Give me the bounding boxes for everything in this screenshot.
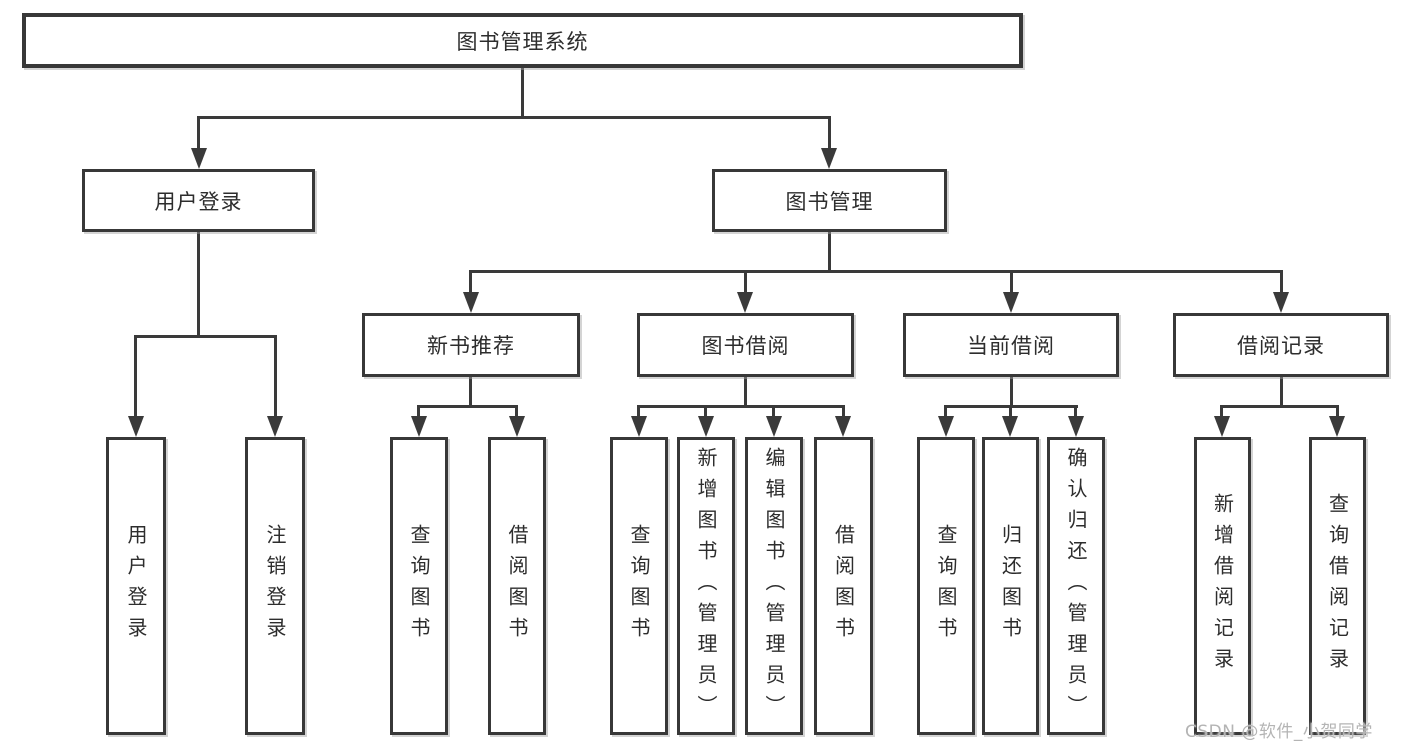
- leaf-label: 确认归还（管理员）: [1064, 446, 1088, 726]
- connector-leaf-drop: [842, 405, 845, 417]
- connector-borrow-record-stem: [1280, 377, 1283, 407]
- leaf-logout: 注销登录: [245, 437, 305, 735]
- leaf-label: 用户登录: [124, 524, 148, 648]
- connector-leaf-drop: [274, 335, 277, 417]
- connector-level3-drop: [1280, 270, 1283, 294]
- connector-book-mgmt-drop: [828, 116, 831, 150]
- leaf-confirm-return-admin: 确认归还（管理员）: [1047, 437, 1105, 735]
- connector-user-login-bus: [134, 335, 277, 338]
- leaf-label: 注销登录: [263, 524, 287, 648]
- connector-level2-bus: [197, 116, 831, 119]
- leaf-label: 查询图书: [934, 524, 958, 648]
- connector-level3-bus: [469, 270, 1283, 273]
- leaf-edit-book-admin: 编辑图书（管理员）: [745, 437, 803, 735]
- leaf-query-borrow-record: 查询借阅记录: [1309, 437, 1366, 735]
- node-new-book-recommend: 新书推荐: [362, 313, 580, 377]
- leaf-return-book: 归还图书: [982, 437, 1039, 735]
- leaf-add-book-admin: 新增图书（管理员）: [677, 437, 735, 735]
- arrow-down-icon: [509, 416, 525, 437]
- connector-new-book-stem: [469, 377, 472, 407]
- connector-current-borrow-stem: [1010, 377, 1013, 407]
- arrow-down-icon: [463, 292, 479, 313]
- connector-book-borrow-bus: [637, 405, 845, 408]
- arrow-down-icon: [267, 416, 283, 437]
- connector-book-mgmt-stem: [828, 232, 831, 272]
- connector-leaf-drop: [1009, 405, 1012, 417]
- node-book-management: 图书管理: [712, 169, 947, 232]
- arrow-down-icon: [737, 292, 753, 313]
- connector-book-borrow-stem: [744, 377, 747, 407]
- leaf-label: 借阅图书: [505, 524, 529, 648]
- arrow-down-icon: [1003, 292, 1019, 313]
- arrow-down-icon: [766, 416, 782, 437]
- connector-leaf-drop: [417, 405, 420, 417]
- connector-leaf-drop: [1336, 405, 1339, 417]
- arrow-down-icon: [938, 416, 954, 437]
- leaf-query-book-current: 查询图书: [917, 437, 975, 735]
- arrow-down-icon: [835, 416, 851, 437]
- leaf-query-book-borrow: 查询图书: [610, 437, 668, 735]
- connector-leaf-drop: [134, 335, 137, 417]
- connector-leaf-drop: [1220, 405, 1223, 417]
- arrow-down-icon: [128, 416, 144, 437]
- arrow-down-icon: [631, 416, 647, 437]
- arrow-down-icon: [411, 416, 427, 437]
- node-current-borrow: 当前借阅: [903, 313, 1119, 377]
- leaf-label: 查询图书: [407, 524, 431, 648]
- connector-level3-drop: [1010, 270, 1013, 294]
- arrow-down-icon: [1002, 416, 1018, 437]
- connector-user-login-drop: [197, 116, 200, 150]
- arrow-down-icon: [191, 148, 207, 169]
- leaf-label: 查询借阅记录: [1325, 493, 1350, 679]
- connector-leaf-drop: [772, 405, 775, 417]
- leaf-label: 新增图书（管理员）: [694, 446, 718, 726]
- connector-leaf-drop: [704, 405, 707, 417]
- connector-leaf-drop: [515, 405, 518, 417]
- node-borrow-record: 借阅记录: [1173, 313, 1389, 377]
- leaf-label: 借阅图书: [831, 524, 856, 648]
- connector-level3-drop: [469, 270, 472, 294]
- connector-leaf-drop: [1074, 405, 1077, 417]
- leaf-query-book-recommend: 查询图书: [390, 437, 448, 735]
- arrow-down-icon: [698, 416, 714, 437]
- arrow-down-icon: [821, 148, 837, 169]
- arrow-down-icon: [1214, 416, 1230, 437]
- connector-leaf-drop: [944, 405, 947, 417]
- arrow-down-icon: [1329, 416, 1345, 437]
- leaf-add-borrow-record: 新增借阅记录: [1194, 437, 1251, 735]
- connector-new-book-bus: [417, 405, 518, 408]
- csdn-watermark: CSDN @软件_小贺同学: [1185, 722, 1373, 742]
- arrow-down-icon: [1068, 416, 1084, 437]
- leaf-label: 编辑图书（管理员）: [762, 446, 786, 726]
- node-user-login: 用户登录: [82, 169, 315, 232]
- leaf-user-login: 用户登录: [106, 437, 166, 735]
- node-book-borrow: 图书借阅: [637, 313, 854, 377]
- connector-borrow-record-bus: [1220, 405, 1339, 408]
- leaf-borrow-book-recommend: 借阅图书: [488, 437, 546, 735]
- connector-root-drop: [521, 68, 524, 119]
- leaf-borrow-book: 借阅图书: [814, 437, 873, 735]
- connector-leaf-drop: [637, 405, 640, 417]
- leaf-label: 归还图书: [998, 524, 1023, 648]
- arrow-down-icon: [1273, 292, 1289, 313]
- connector-user-login-stem: [197, 232, 200, 338]
- leaf-label: 查询图书: [627, 524, 651, 648]
- node-system-root: 图书管理系统: [22, 13, 1023, 68]
- leaf-label: 新增借阅记录: [1210, 493, 1235, 679]
- connector-level3-drop: [744, 270, 747, 294]
